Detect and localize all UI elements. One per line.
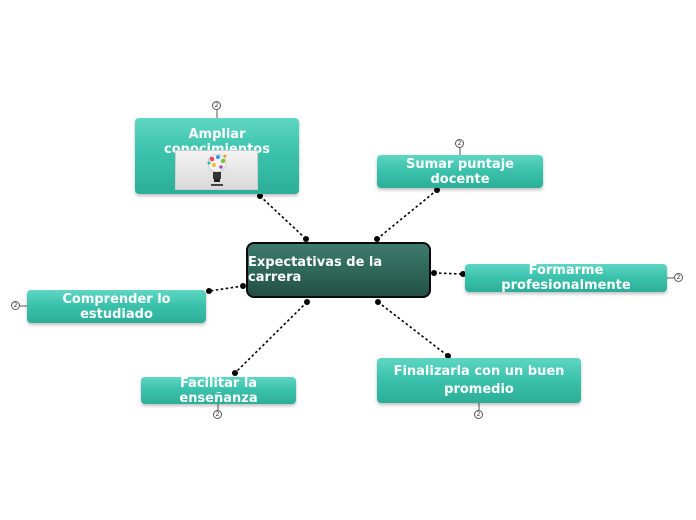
connector-sumar [376, 189, 438, 240]
topic-sumar-puntaje-docente[interactable]: Sumar puntaje docente [377, 155, 543, 188]
collapse-badge[interactable]: 2 [674, 273, 683, 282]
topic-comprender-lo-estudiado[interactable]: Comprender lo estudiado [27, 290, 206, 323]
collapse-badge[interactable]: 2 [212, 101, 221, 110]
connector-dot [445, 353, 451, 359]
connector-formarme [433, 272, 464, 275]
connector-dot [460, 271, 466, 277]
topic-formarme-profesionalmente[interactable]: Formarme profesionalmente [465, 263, 667, 293]
central-topic-label: Expectativas de la carrera [248, 255, 383, 285]
connector-dot [374, 236, 380, 242]
collapse-badge[interactable]: 2 [474, 410, 483, 419]
collapse-badge[interactable]: 2 [11, 301, 20, 310]
topic-label: Sumar puntaje docente [406, 156, 514, 187]
lightbulb-icon [207, 153, 227, 186]
connector-dot [206, 288, 212, 294]
connector-dot [240, 283, 246, 289]
connector-dot [431, 270, 437, 276]
topic-finalizarla-con-un-buen-promedio[interactable]: Finalizarla con un buen promedio [377, 358, 581, 403]
topic-label: Comprender lo estudiado [62, 291, 171, 322]
connector-dot [257, 193, 263, 199]
connector-dot [232, 370, 238, 376]
connector-dot [434, 187, 440, 193]
connector-ampliar [259, 195, 307, 240]
connector-comprender [208, 285, 244, 292]
topic-image [175, 150, 258, 190]
connector-dot [375, 299, 381, 305]
collapse-badge[interactable]: 2 [455, 139, 464, 148]
collapse-badge[interactable]: 2 [213, 410, 222, 419]
topic-label: Facilitar la enseñanza [179, 375, 258, 406]
topic-label: Finalizarla con un buen promedio [393, 363, 565, 397]
connector-dot [304, 299, 310, 305]
topic-facilitar-la-ensenanza[interactable]: Facilitar la enseñanza [141, 375, 296, 406]
central-topic[interactable]: Expectativas de la carrera [246, 242, 431, 298]
topic-label: Formarme profesionalmente [501, 263, 631, 293]
connector-facilitar [234, 301, 308, 374]
connector-finalizarla [377, 301, 449, 357]
connector-dot [303, 236, 309, 242]
